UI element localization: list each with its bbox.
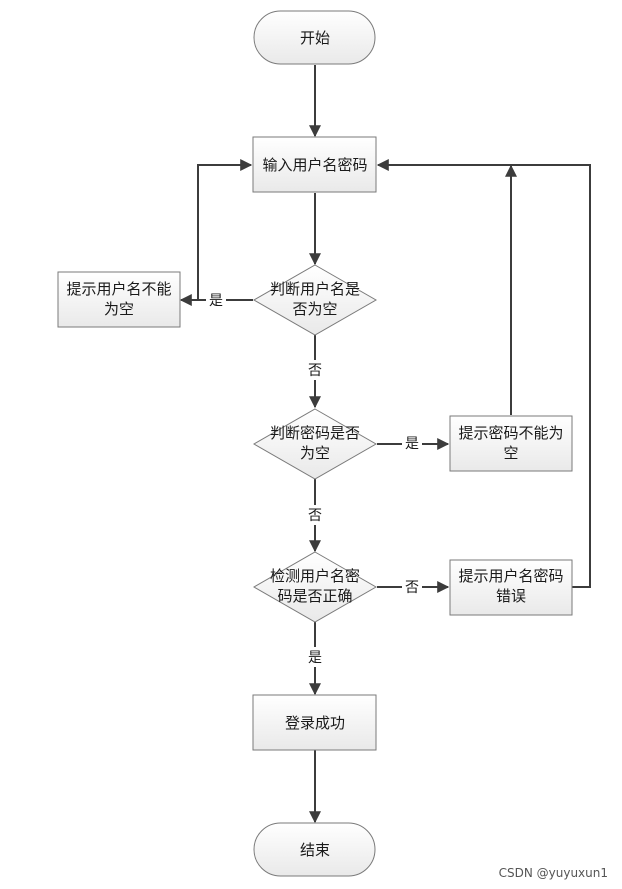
- node-start: 开始: [253, 10, 376, 65]
- node-success: 登录成功: [252, 694, 377, 751]
- node-tip-pwd: 提示密码不能为 空: [449, 415, 573, 472]
- node-tip-err-label-2: 错误: [496, 587, 526, 605]
- node-tip-pwd-label-2: 空: [503, 444, 518, 462]
- node-start-label: 开始: [300, 29, 330, 47]
- edge-tip-err-back: [376, 159, 591, 588]
- node-check-pwd: 判断密码是否 为空: [252, 408, 378, 480]
- node-verify: 检测用户名密 码是否正确: [252, 551, 378, 623]
- edge-label-user-empty-yes: 是: [209, 293, 223, 309]
- node-check-user: 判断用户名是 否为空: [252, 264, 378, 336]
- edge-label-pwd-empty-no: 否: [308, 508, 322, 524]
- edge-label-user-empty-no: 否: [308, 363, 322, 379]
- node-verify-label-1: 检测用户名密: [270, 567, 360, 585]
- edge-label-pwd-empty-yes: 是: [405, 436, 419, 452]
- node-check-user-label-1: 判断用户名是: [270, 280, 360, 298]
- node-check-user-label-2: 否为空: [292, 300, 337, 318]
- edge-tip-user-back: [197, 159, 253, 300]
- edge-labels: 是 否 是 否 否 是: [206, 290, 422, 667]
- edge-label-verify-no: 否: [405, 580, 419, 596]
- node-verify-label-2: 码是否正确: [277, 587, 352, 605]
- node-input-label: 输入用户名密码: [262, 156, 367, 174]
- node-tip-user-label-2: 为空: [104, 300, 134, 318]
- node-end-label: 结束: [300, 841, 330, 859]
- node-tip-err-label-1: 提示用户名密码: [458, 567, 563, 585]
- node-success-label: 登录成功: [285, 714, 345, 732]
- watermark: CSDN @yuyuxun1: [498, 866, 608, 880]
- edge-label-verify-yes: 是: [308, 650, 322, 666]
- node-check-pwd-label-1: 判断密码是否: [270, 424, 360, 442]
- node-tip-user: 提示用户名不能 为空: [57, 271, 181, 328]
- node-tip-err: 提示用户名密码 错误: [449, 559, 573, 616]
- node-tip-pwd-label-1: 提示密码不能为: [458, 424, 563, 442]
- node-tip-user-label-1: 提示用户名不能: [66, 280, 171, 298]
- node-input: 输入用户名密码: [252, 136, 377, 193]
- node-end: 结束: [253, 822, 376, 877]
- node-check-pwd-label-2: 为空: [300, 444, 330, 462]
